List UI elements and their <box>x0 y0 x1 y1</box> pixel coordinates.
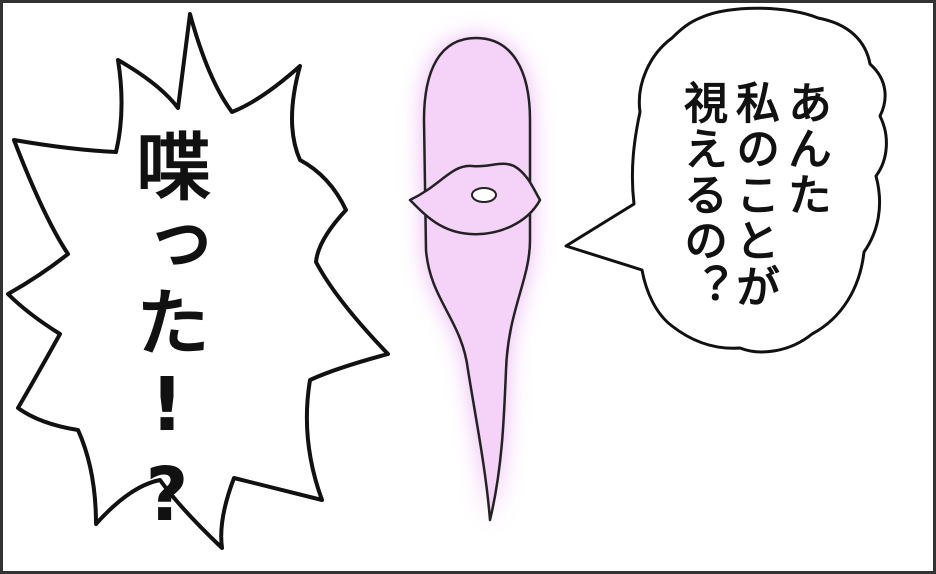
shout-bubble-outline <box>6 12 390 550</box>
speech-line-1: あんた <box>780 80 831 218</box>
speech-text: あんた 私のことが 視えるの？ <box>675 80 831 310</box>
speech-line-2: 私のことが <box>728 80 779 310</box>
speech-line-3: 視えるの？ <box>676 80 727 310</box>
ghost-body <box>422 36 532 522</box>
speech-bubble-outline <box>564 6 888 354</box>
shout-text: 喋った!? <box>124 128 210 542</box>
ghost-mouth <box>471 187 497 203</box>
